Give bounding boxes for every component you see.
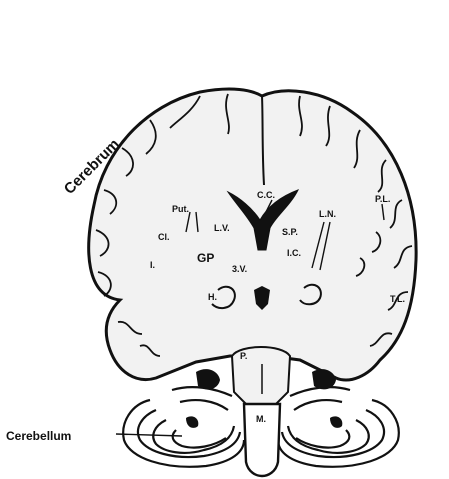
label-3v: 3.V. (232, 264, 247, 274)
label-cl: Cl. (158, 232, 170, 242)
label-ic: I.C. (287, 248, 301, 258)
label-lv: L.V. (214, 223, 230, 233)
label-i: I. (150, 260, 155, 270)
label-put: Put. (172, 204, 189, 214)
label-m: M. (256, 414, 266, 424)
label-ln: L.N. (319, 209, 336, 219)
label-cc: C.C. (257, 190, 275, 200)
cerebrum-outline (89, 89, 416, 380)
label-p: P. (240, 351, 247, 361)
label-pl: P.L. (375, 194, 390, 204)
label-h: H. (208, 292, 217, 302)
label-sp: S.P. (282, 227, 298, 237)
label-tl: T.L. (390, 294, 405, 304)
label-cerebellum: Cerebellum (6, 429, 71, 443)
label-gp: GP (197, 251, 214, 265)
